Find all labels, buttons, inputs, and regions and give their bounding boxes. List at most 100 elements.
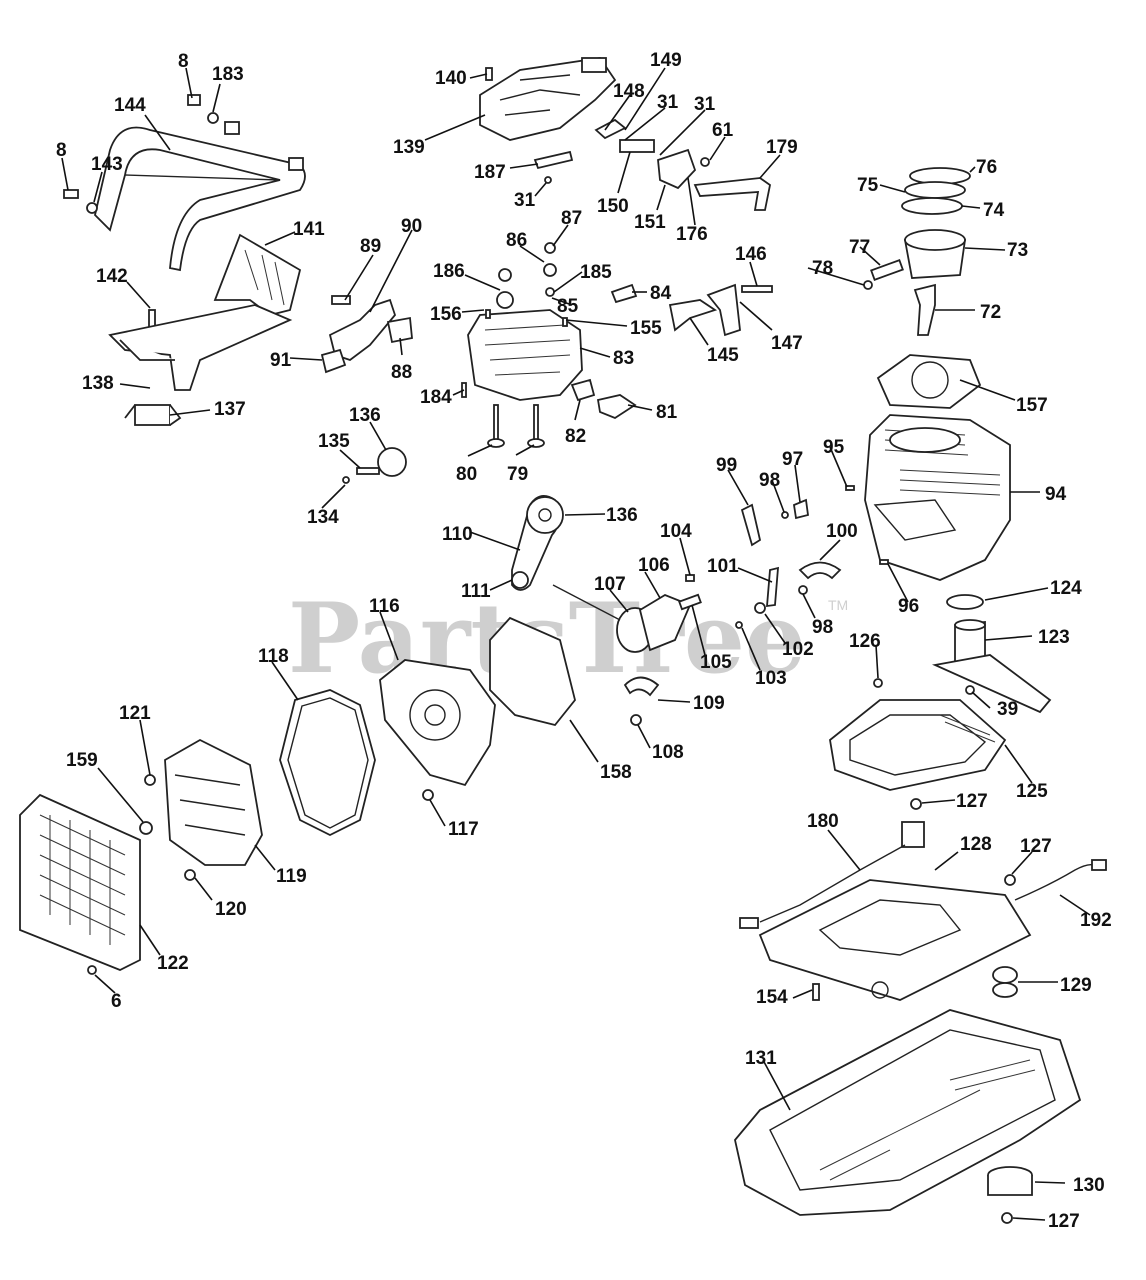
callout-183: 183: [212, 64, 244, 85]
callout-129: 129: [1060, 975, 1092, 996]
callout-106: 106: [638, 555, 670, 576]
gear-136-small-drawing: [342, 447, 407, 484]
callout-98-bottom: 98: [812, 617, 833, 638]
callout-138: 138: [82, 373, 114, 394]
callout-89: 89: [360, 236, 381, 257]
fuel-parts-drawing: [873, 594, 1052, 714]
callout-85: 85: [557, 296, 579, 317]
callout-141: 141: [293, 219, 325, 240]
callout-98-top: 98: [759, 470, 780, 491]
callout-192: 192: [1080, 910, 1112, 931]
gasket-157-drawing: [876, 354, 982, 409]
callout-116: 116: [369, 596, 400, 617]
callout-95: 95: [823, 437, 845, 458]
crankcase-cover-116-drawing: [379, 659, 496, 787]
callout-176: 176: [676, 224, 708, 245]
callout-111: 111: [461, 581, 491, 602]
callout-124: 124: [1050, 578, 1082, 599]
callout-149: 149: [650, 50, 682, 71]
callout-158: 158: [600, 762, 632, 783]
callout-146: 146: [735, 244, 767, 265]
callout-117: 117: [448, 819, 479, 840]
callout-90: 90: [401, 216, 422, 237]
callout-127-middle: 127: [1020, 836, 1052, 857]
callout-127-upper: 127: [956, 791, 988, 812]
timing-chain-drawing: [511, 495, 564, 591]
callout-79: 79: [507, 464, 528, 485]
parts-108-109-drawing: [623, 676, 660, 726]
callout-155: 155: [630, 318, 662, 339]
callout-100: 100: [826, 521, 858, 542]
frame-bracket-drawing: [108, 233, 302, 426]
callout-84: 84: [650, 283, 672, 304]
callout-136-small: 136: [349, 405, 381, 426]
callout-101: 101: [707, 556, 739, 577]
callout-105: 105: [700, 652, 732, 673]
callout-136-large: 136: [606, 505, 638, 526]
small-bolts-95-96: [845, 485, 889, 565]
callout-187: 187: [474, 162, 506, 183]
callout-81: 81: [656, 402, 678, 423]
base-tray-125-drawing: [829, 699, 1007, 791]
callout-179: 179: [766, 137, 798, 158]
valves-drawing: [487, 283, 638, 448]
rocker-parts-drawing: [668, 283, 773, 337]
mount-plate-128-drawing: [758, 879, 1032, 1001]
callout-110: 110: [442, 524, 473, 545]
callout-61: 61: [712, 120, 734, 141]
front-grille-122-drawing: [19, 793, 153, 975]
callout-147: 147: [771, 333, 803, 354]
callout-108: 108: [652, 742, 684, 763]
callout-148: 148: [613, 81, 645, 102]
callout-120: 120: [215, 899, 247, 920]
callout-31-a: 31: [657, 92, 679, 113]
nuts-127-drawing: [910, 798, 1016, 1224]
callout-185: 185: [580, 262, 612, 283]
callout-119: 119: [276, 866, 307, 887]
callout-137: 137: [214, 399, 246, 420]
callout-186: 186: [433, 261, 465, 282]
callout-139: 139: [393, 137, 425, 158]
leader-lines: [61, 67, 1091, 1221]
wiring-harness-drawing: [739, 821, 1107, 929]
callout-31-b: 31: [694, 94, 716, 115]
governor-parts-drawing: [685, 498, 842, 629]
callout-87: 87: [561, 208, 582, 229]
callout-122: 122: [157, 953, 189, 974]
callout-83: 83: [613, 348, 634, 369]
callout-150: 150: [597, 196, 629, 217]
callout-125: 125: [1016, 781, 1048, 802]
callout-131: 131: [745, 1048, 777, 1069]
callout-94: 94: [1045, 484, 1067, 505]
callout-109: 109: [693, 693, 725, 714]
callout-157: 157: [1016, 395, 1048, 416]
callout-156: 156: [430, 304, 462, 325]
callout-103: 103: [755, 668, 787, 689]
callout-8: 8: [178, 51, 189, 72]
intake-parts-drawing: [320, 295, 413, 374]
callout-97: 97: [782, 449, 803, 470]
callout-118: 118: [258, 646, 289, 667]
callout-86: 86: [506, 230, 527, 251]
callout-6: 6: [111, 991, 122, 1012]
callout-73: 73: [1007, 240, 1028, 261]
callout-91: 91: [270, 350, 292, 371]
callout-102: 102: [782, 639, 814, 660]
linkage-parts-drawing: [533, 139, 771, 211]
callout-140: 140: [435, 68, 467, 89]
callout-80: 80: [456, 464, 477, 485]
bottom-tray-131-drawing: [734, 1009, 1082, 1216]
watermark-tm: TM: [828, 597, 848, 613]
callout-143: 143: [91, 154, 123, 175]
callout-184: 184: [420, 387, 452, 408]
callout-107: 107: [594, 574, 626, 595]
gasket-158-drawing: [489, 616, 576, 727]
crankshaft-drawing: [552, 584, 702, 653]
callout-31-c: 31: [514, 190, 536, 211]
callout-130: 130: [1073, 1175, 1105, 1196]
callout-96: 96: [898, 596, 919, 617]
callout-127-bottom: 127: [1048, 1211, 1080, 1232]
callout-labels: 8 183 144 8 143 141 142 138 137 140 149 …: [56, 50, 1112, 1232]
callout-159: 159: [66, 750, 98, 771]
